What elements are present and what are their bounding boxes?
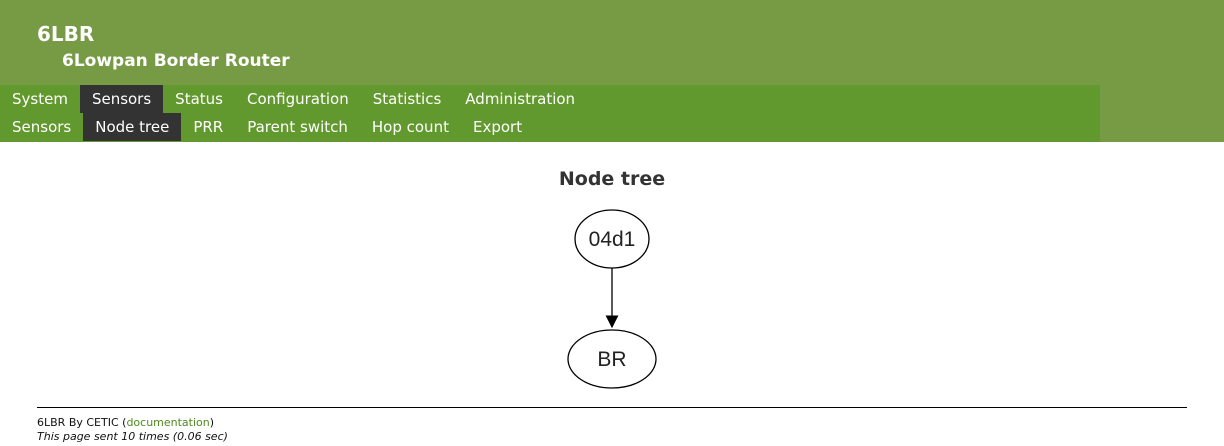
app-title: 6LBR [37, 22, 95, 46]
submenu-item-parent-switch[interactable]: Parent switch [247, 118, 348, 136]
submenu-item-export[interactable]: Export [472, 118, 523, 136]
node-tree-graph: 04d1 BR [567, 209, 657, 389]
footer-suffix: ) [209, 416, 215, 429]
documentation-link[interactable]: documentation [126, 416, 210, 429]
menu-item-administration[interactable]: Administration [465, 90, 576, 108]
submenu-item-sensors[interactable]: Sensors [12, 118, 72, 136]
app-subtitle: 6Lowpan Border Router [62, 51, 290, 71]
node-br: BR [567, 329, 657, 389]
main-menu: System Sensors Status Configuration Stat… [0, 85, 1100, 114]
footer-divider [37, 407, 1187, 408]
node-br-shape [567, 329, 657, 389]
node-04d1-label: 04d1 [589, 228, 636, 251]
footer-credits: 6LBR By CETIC (documentation) [37, 416, 214, 429]
sub-menu: Sensors Node tree PRR Parent switch Hop … [0, 113, 1100, 142]
submenu-item-node-tree[interactable]: Node tree [83, 113, 182, 141]
menu-item-status[interactable]: Status [175, 90, 223, 108]
footer-stats: This page sent 10 times (0.06 sec) [37, 430, 228, 443]
submenu-item-hop-count[interactable]: Hop count [371, 118, 449, 136]
menu-item-statistics[interactable]: Statistics [372, 90, 442, 108]
node-04d1: 04d1 [574, 209, 650, 269]
menu-item-system[interactable]: System [12, 90, 68, 108]
menu-item-configuration[interactable]: Configuration [246, 90, 349, 108]
node-br-label: BR [597, 348, 626, 371]
footer-prefix: 6LBR By CETIC ( [37, 416, 127, 429]
submenu-item-prr[interactable]: PRR [193, 118, 224, 136]
menu-item-sensors[interactable]: Sensors [79, 85, 164, 113]
page-title: Node tree [558, 168, 666, 190]
